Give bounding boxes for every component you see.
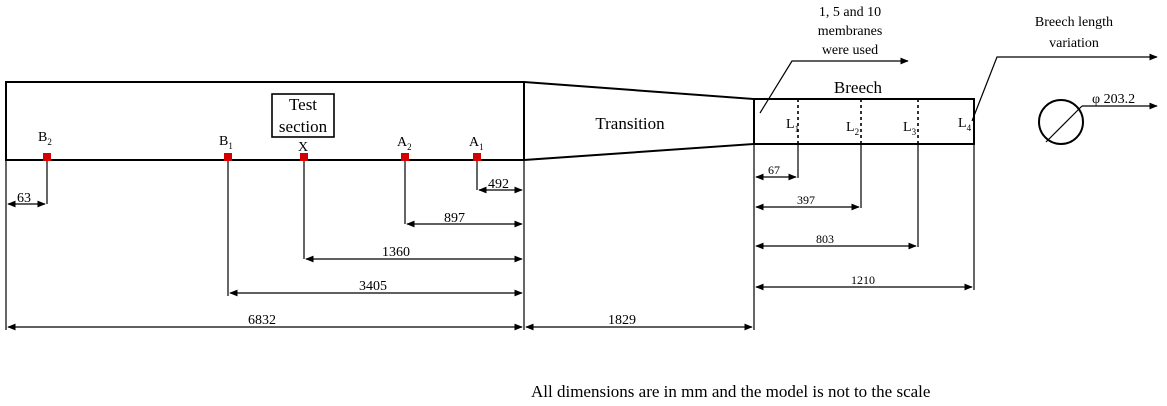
sensor-label-b1: B1	[219, 134, 233, 151]
dim-897-label: 897	[444, 211, 465, 226]
dim-803-label: 803	[816, 232, 834, 246]
sensor-label-x: X	[298, 140, 308, 155]
sensor-label-a1: A1	[469, 135, 484, 152]
test-section-label-line2: section	[279, 117, 328, 136]
breech-variation-label-line1: Breech length	[1035, 15, 1113, 30]
sensor-b2	[43, 153, 51, 161]
sensor-a2	[401, 153, 409, 161]
breech-pos-l1: L1	[786, 117, 799, 134]
diameter-label: φ 203.2	[1092, 92, 1135, 107]
breech-pos-l4: L4	[958, 116, 972, 133]
breech-label: Breech	[834, 78, 883, 97]
dim-6832-label: 6832	[248, 313, 276, 328]
dim-63-label: 63	[17, 191, 31, 206]
test-tube-body	[5, 81, 525, 161]
test-section-box	[271, 93, 335, 138]
breech-pos-l3: L3	[903, 120, 917, 137]
sensor-label-b2: B2	[38, 130, 52, 147]
membranes-label-line2: membranes	[818, 24, 883, 39]
dim-67-label: 67	[768, 163, 780, 177]
breech-section	[753, 98, 975, 145]
sensor-label-a2: A2	[397, 135, 412, 152]
sensor-a1	[473, 153, 481, 161]
dim-397-label: 397	[797, 193, 815, 207]
footnote: All dimensions are in mm and the model i…	[531, 382, 930, 401]
breech-variation-leader	[971, 53, 1158, 122]
dim-492-label: 492	[488, 177, 509, 192]
sensor-x	[300, 153, 308, 161]
breech-pos-l2: L2	[846, 120, 859, 137]
membranes-label-line3: were used	[822, 43, 878, 58]
dim-1829-label: 1829	[608, 313, 636, 328]
test-section-label-line1: Test	[289, 95, 317, 114]
cross-section-circle	[1038, 99, 1084, 145]
dim-1210-label: 1210	[851, 273, 875, 287]
dim-1360-label: 1360	[382, 245, 410, 260]
diameter-leader	[1045, 105, 1083, 143]
membranes-callout-leader	[759, 57, 909, 114]
sensor-b1	[224, 153, 232, 161]
dim-3405-label: 3405	[359, 279, 387, 294]
transition-label: Transition	[595, 114, 665, 133]
membranes-label-line1: 1, 5 and 10	[819, 5, 881, 20]
breech-variation-label-line2: variation	[1049, 36, 1099, 51]
